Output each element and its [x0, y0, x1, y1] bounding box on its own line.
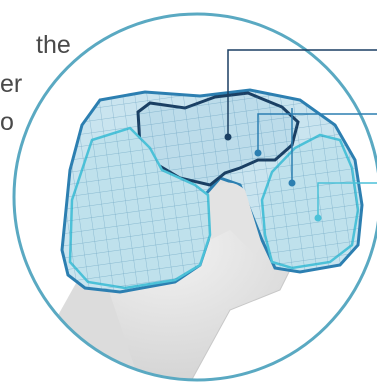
callout-dot-mid-1: [255, 150, 262, 157]
callout-dot-mid-2: [289, 180, 296, 187]
callout-dot-trochlea: [225, 134, 232, 141]
callout-dot-condyle: [315, 215, 322, 222]
